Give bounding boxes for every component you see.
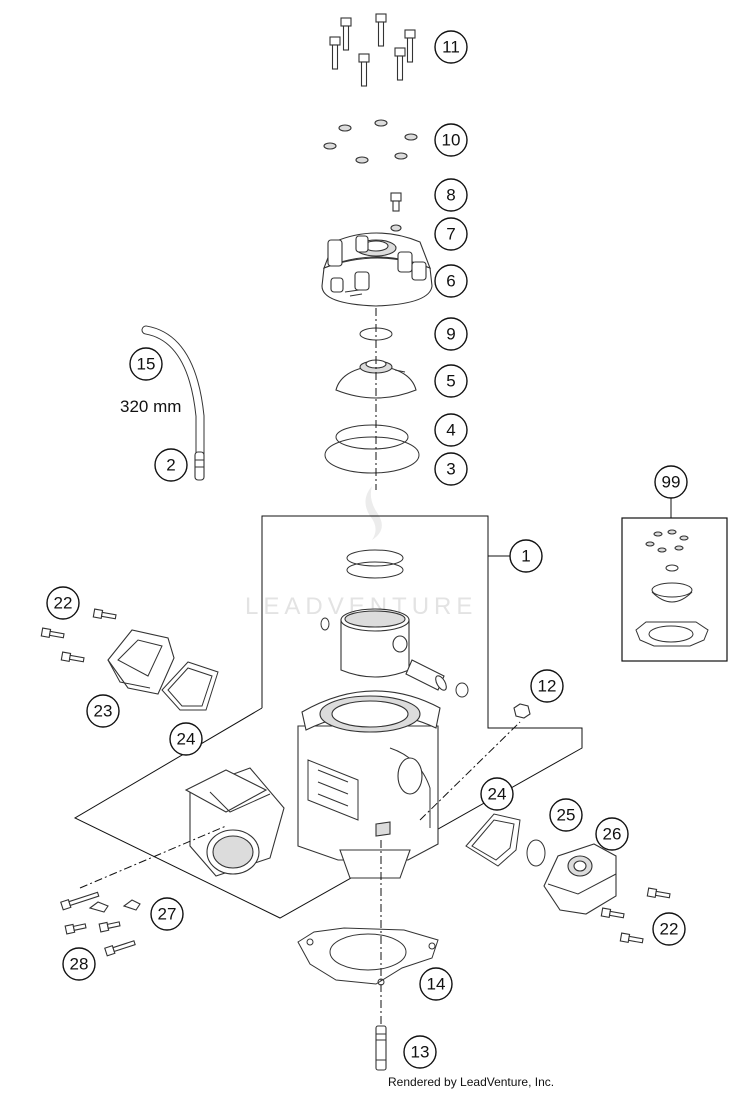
part-26-cover	[543, 843, 617, 915]
part-10-washers	[323, 119, 418, 164]
svg-text:11: 11	[442, 38, 460, 57]
callout-24-left: 24	[169, 722, 203, 756]
callout-26: 26	[595, 817, 629, 851]
part-1-group-outline	[73, 515, 583, 919]
part-23-cover	[107, 629, 175, 695]
part-6-cylinder-head	[321, 232, 433, 307]
svg-text:12: 12	[538, 677, 557, 696]
part-11-head-bolts	[329, 13, 416, 87]
callout-1: 1	[509, 539, 543, 573]
svg-text:4: 4	[446, 421, 455, 440]
part-4-o-ring	[335, 424, 409, 450]
callout-5: 5	[434, 364, 468, 398]
callout-99: 99	[654, 465, 688, 499]
part-14-base-gasket	[297, 927, 439, 986]
part-7-seal-ring	[390, 224, 402, 232]
part-2-fitting	[194, 451, 205, 481]
svg-text:23: 23	[94, 702, 113, 721]
callout-2: 2	[154, 448, 188, 482]
part-25-o-ring	[526, 839, 546, 867]
callout-22-left: 22	[46, 586, 80, 620]
svg-text:22: 22	[54, 594, 73, 613]
svg-text:24: 24	[177, 730, 196, 749]
callout-15: 15	[129, 347, 163, 381]
part-22-screws-right	[600, 887, 671, 944]
callout-12: 12	[530, 669, 564, 703]
svg-text:28: 28	[70, 955, 89, 974]
svg-text:25: 25	[557, 806, 576, 825]
svg-text:14: 14	[427, 975, 446, 994]
svg-text:15: 15	[137, 355, 156, 374]
part-99-gasket-kit	[621, 517, 728, 662]
callout-8: 8	[434, 178, 468, 212]
piston-rings	[346, 549, 404, 579]
part-24-gasket-right	[465, 813, 521, 867]
svg-text:10: 10	[442, 131, 461, 150]
part-22-screws-left	[40, 608, 117, 663]
svg-text:9: 9	[446, 325, 455, 344]
part-13-stud	[375, 1025, 387, 1071]
hose-length-label: 320 mm	[120, 397, 181, 416]
footer-credit: Rendered by LeadVenture, Inc.	[388, 1075, 554, 1089]
callout-24-right: 24	[480, 777, 514, 811]
part-3-o-ring	[324, 436, 420, 474]
callout-10: 10	[434, 123, 468, 157]
callout-9: 9	[434, 317, 468, 351]
intake-manifold	[184, 767, 285, 877]
svg-text:6: 6	[446, 272, 455, 291]
svg-text:3: 3	[446, 460, 455, 479]
kit-99-box	[621, 517, 728, 662]
svg-text:22: 22	[660, 920, 679, 939]
watermark-flame-icon	[365, 486, 382, 540]
callout-7: 7	[434, 217, 468, 251]
watermark: LEADVENTURE	[245, 486, 472, 620]
callout-13: 13	[403, 1035, 437, 1069]
svg-text:24: 24	[488, 785, 507, 804]
callout-14: 14	[419, 967, 453, 1001]
svg-text:7: 7	[446, 225, 455, 244]
callout-6: 6	[434, 264, 468, 298]
part-8-plug	[390, 192, 402, 212]
svg-text:13: 13	[411, 1043, 430, 1062]
piston-pin	[405, 659, 469, 698]
part-27-clamps	[88, 899, 141, 913]
piston	[320, 608, 410, 678]
screw-12-axis	[419, 721, 521, 821]
callout-3: 3	[434, 452, 468, 486]
svg-text:5: 5	[446, 372, 455, 391]
callout-4: 4	[434, 413, 468, 447]
cylinder	[297, 690, 441, 879]
part-28-bolts	[60, 891, 136, 957]
part-15-hose	[141, 325, 205, 473]
callout-25: 25	[549, 798, 583, 832]
svg-text:2: 2	[166, 456, 175, 475]
svg-text:8: 8	[446, 186, 455, 205]
svg-text:1: 1	[521, 547, 530, 566]
callout-22-right: 22	[652, 912, 686, 946]
svg-text:99: 99	[662, 473, 681, 492]
intake-bolt-axis	[79, 825, 227, 889]
callout-11: 11	[434, 30, 468, 64]
callout-28: 28	[62, 947, 96, 981]
callout-27: 27	[150, 897, 184, 931]
svg-text:27: 27	[158, 905, 177, 924]
part-12-screw	[513, 703, 531, 719]
svg-text:26: 26	[603, 825, 622, 844]
callout-23: 23	[86, 694, 120, 728]
part-24-gasket-left	[161, 661, 219, 711]
